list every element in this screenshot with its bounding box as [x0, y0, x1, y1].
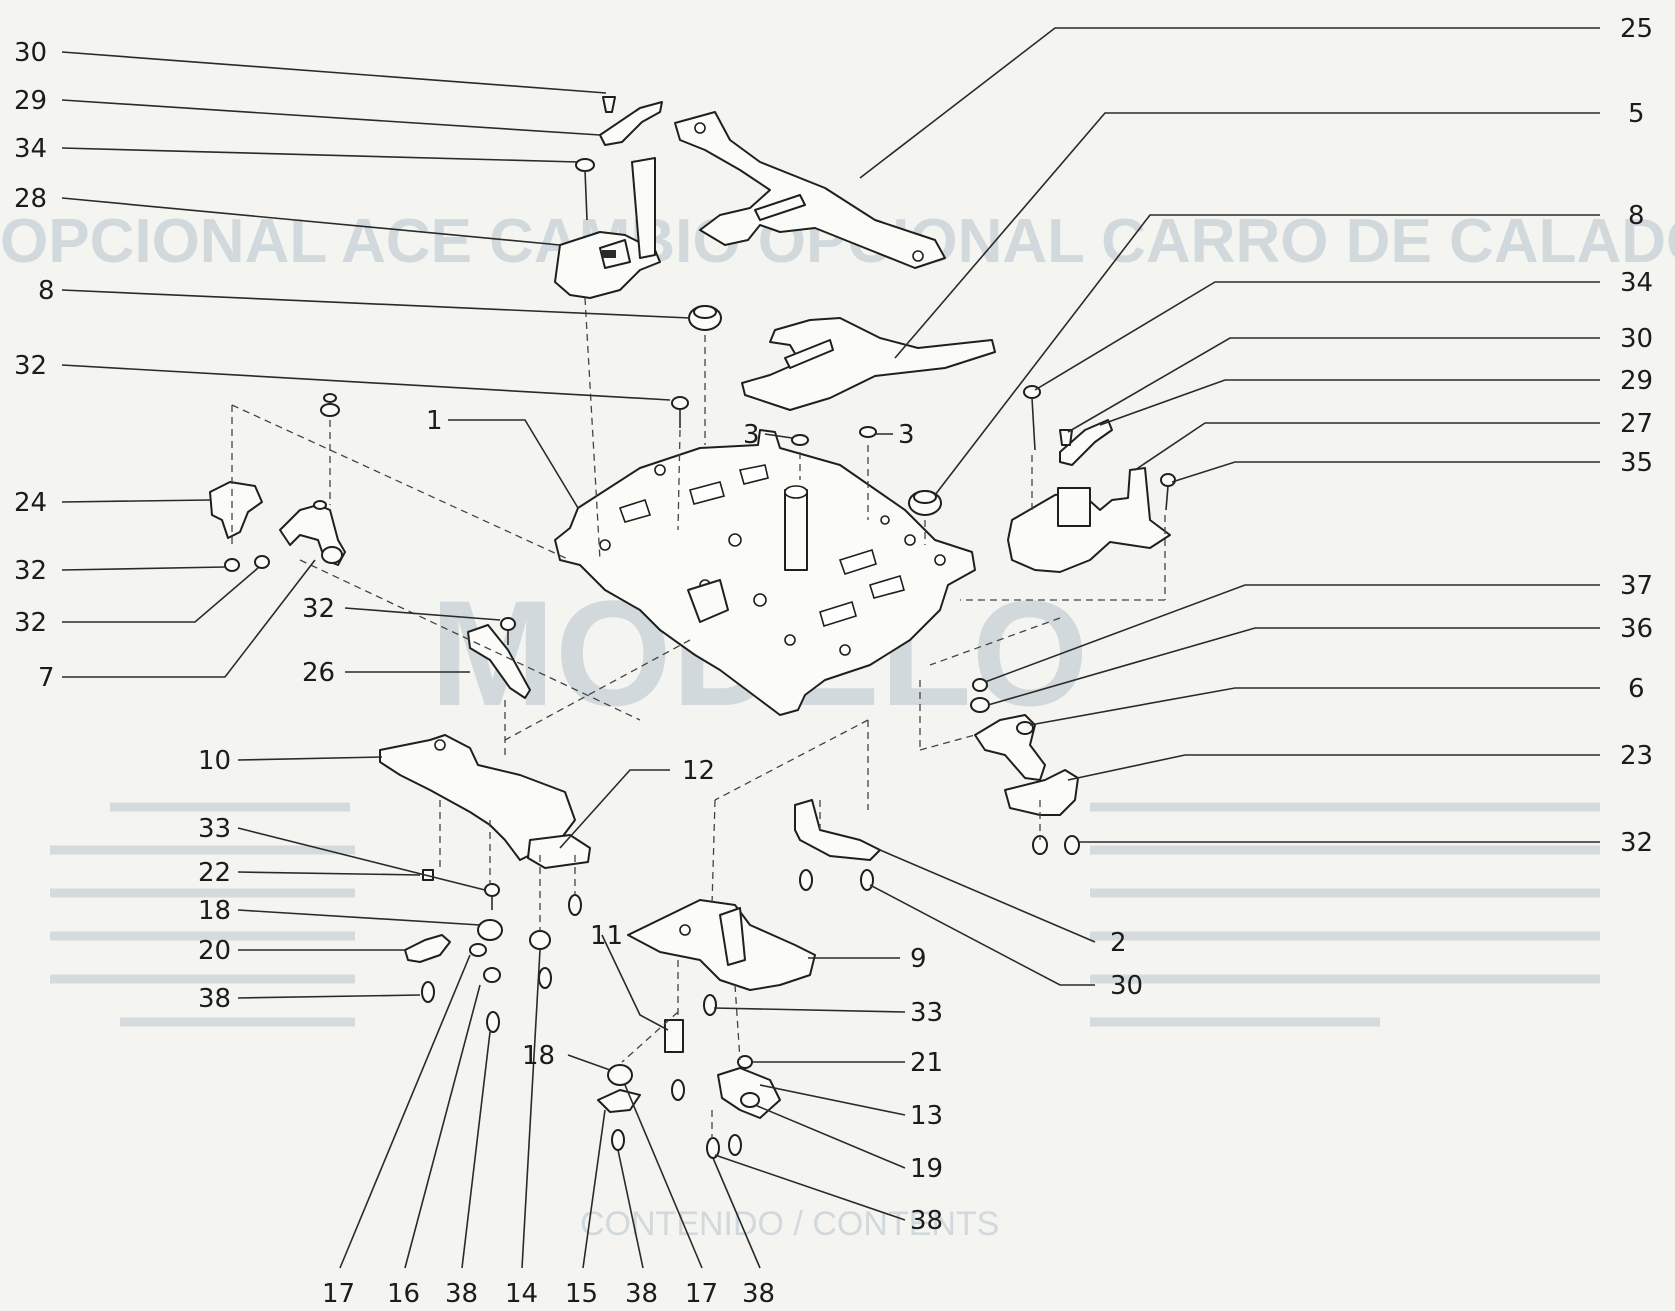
callout-30: 30: [1620, 324, 1653, 354]
assembly-dash-lines: [231, 297, 1166, 1138]
callout-13: 13: [910, 1101, 943, 1131]
callout-5: 5: [1628, 99, 1645, 129]
callout-23: 23: [1620, 741, 1653, 771]
callout-34: 34: [1620, 268, 1653, 298]
callout-38: 38: [198, 984, 231, 1014]
callout-32: 32: [302, 594, 335, 624]
callout-24: 24: [14, 488, 47, 518]
leader-lines: [61, 27, 1600, 1269]
callout-37: 37: [1620, 571, 1653, 601]
callout-3: 3: [898, 420, 915, 450]
part-29-clip-right: [1059, 419, 1113, 466]
callout-36: 36: [1620, 614, 1653, 644]
callout-33: 33: [198, 814, 231, 844]
callout-18: 18: [522, 1041, 555, 1071]
callout-35: 35: [1620, 448, 1653, 478]
callout-10: 10: [198, 746, 231, 776]
part-23-bracket: [1004, 769, 1079, 816]
callout-32: 32: [14, 608, 47, 638]
part-25-bracket: [674, 111, 946, 269]
callout-8: 8: [38, 276, 55, 306]
callout-38: 38: [625, 1279, 658, 1309]
callout-21: 21: [910, 1048, 943, 1078]
callout-28: 28: [14, 184, 47, 214]
part-20-clip: [404, 934, 451, 963]
ghost-section: CONTENIDO / CONTENTS: [580, 1205, 999, 1243]
callout-30: 30: [1110, 971, 1143, 1001]
left-callouts: 30 29 34 28 8 32 24 32 32 7 32 26 10 33 …: [14, 38, 760, 1014]
callout-17: 17: [685, 1279, 718, 1309]
callout-6: 6: [1628, 674, 1645, 704]
part-2-bracket: [794, 799, 881, 861]
callout-19: 19: [910, 1154, 943, 1184]
callout-20: 20: [198, 936, 231, 966]
callout-16: 16: [387, 1279, 420, 1309]
callout-32: 32: [14, 556, 47, 586]
callout-32: 32: [14, 351, 47, 381]
callout-3: 3: [743, 420, 760, 450]
callout-38: 38: [910, 1206, 943, 1236]
part-26-bracket: [467, 624, 531, 699]
callout-25: 25: [1620, 14, 1653, 44]
callout-12: 12: [682, 756, 715, 786]
part-1-main-plate: [554, 429, 976, 716]
callout-2: 2: [1110, 928, 1127, 958]
callout-11: 11: [590, 921, 623, 951]
part-5-bracket: [741, 317, 996, 411]
callout-30: 30: [14, 38, 47, 68]
callout-8: 8: [1628, 201, 1645, 231]
callout-17: 17: [322, 1279, 355, 1309]
callout-26: 26: [302, 658, 335, 688]
callout-7: 7: [38, 663, 55, 693]
callout-38: 38: [445, 1279, 478, 1309]
callout-33: 33: [910, 998, 943, 1028]
callout-32: 32: [1620, 828, 1653, 858]
callout-9: 9: [910, 944, 927, 974]
part-9-plate: [627, 899, 816, 991]
ghost-text-lines: [50, 802, 1600, 1027]
callout-29: 29: [1620, 366, 1653, 396]
callout-15: 15: [565, 1279, 598, 1309]
callout-18: 18: [198, 896, 231, 926]
bottom-callouts: 17 16 38 14 15 38 17 38: [322, 1279, 775, 1309]
callout-38: 38: [742, 1279, 775, 1309]
callout-22: 22: [198, 858, 231, 888]
right-callouts: 25 5 8 34 30 29 27 35 37 36 6 23 32 2 30…: [522, 14, 1653, 1236]
callout-27: 27: [1620, 409, 1653, 439]
callout-1: 1: [426, 406, 443, 436]
callout-29: 29: [14, 86, 47, 116]
callout-34: 34: [14, 134, 47, 164]
part-24-bracket: [209, 481, 263, 539]
callout-14: 14: [505, 1279, 538, 1309]
part-29-clip: [599, 101, 663, 146]
